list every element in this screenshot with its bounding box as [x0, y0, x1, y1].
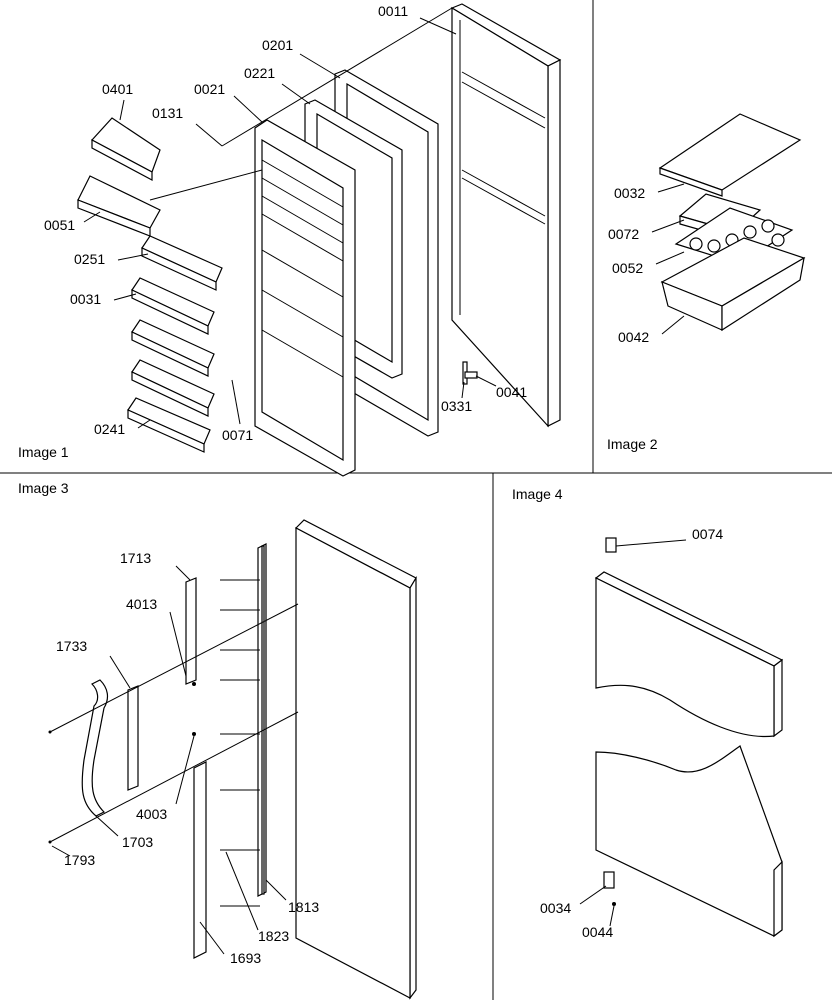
part-label: 1693	[230, 950, 261, 966]
bin-0031-upper	[131, 277, 215, 335]
part-label: 0021	[194, 81, 225, 97]
part-label: 0051	[44, 217, 75, 233]
part-label: 0221	[244, 65, 275, 81]
part-label: 0331	[441, 398, 472, 414]
panel-caption-image1: Image 1	[18, 444, 69, 460]
trim-1733	[127, 685, 139, 791]
trim-strip-1813	[257, 543, 267, 897]
hinge-0041	[464, 371, 478, 379]
part-label: 0041	[496, 384, 527, 400]
hinge-bushing-0074	[605, 537, 617, 553]
part-label: 0401	[102, 81, 133, 97]
handle-1703	[81, 679, 109, 817]
image3-door-handle	[48, 519, 417, 1000]
panel-caption-image4: Image 4	[512, 486, 563, 502]
part-label: 1813	[288, 899, 319, 915]
bin-0031-middle	[131, 319, 215, 377]
part-label: 0241	[94, 421, 125, 437]
image1-door-assembly	[77, 3, 562, 477]
handle-screws	[48, 682, 196, 844]
bin-0251	[141, 235, 223, 291]
bin-0042	[660, 237, 806, 332]
image1-leader-lines	[83, 7, 497, 429]
trim-1713	[185, 577, 197, 685]
part-label: 0131	[152, 105, 183, 121]
door-upper-section	[594, 571, 784, 738]
image2-accessories	[651, 113, 806, 335]
part-label: 4013	[126, 596, 157, 612]
image2-leader-lines	[651, 183, 685, 335]
inner-door-liner	[254, 119, 356, 477]
bin-0051	[77, 175, 161, 237]
trim-1693	[193, 761, 207, 959]
part-label: 0072	[608, 226, 639, 242]
part-label: 0071	[222, 427, 253, 443]
hinge-pin-0034	[603, 871, 615, 889]
part-label: 0201	[262, 37, 293, 53]
bin-0031-lower	[131, 359, 215, 417]
shelf-0032	[658, 113, 802, 197]
part-label: 0011	[378, 3, 408, 19]
screw-0044	[612, 902, 616, 906]
door-lower-section	[595, 745, 783, 938]
bin-0241	[127, 397, 211, 453]
part-label: 0052	[612, 260, 643, 276]
part-label: 0042	[618, 329, 649, 345]
part-label: 0251	[74, 251, 105, 267]
panel-caption-image3: Image 3	[18, 480, 69, 496]
part-label: 0074	[692, 526, 723, 542]
image3-leader-lines	[49, 565, 299, 955]
part-label: 1733	[56, 638, 87, 654]
image4-door-section	[579, 537, 784, 938]
door-slab	[294, 519, 417, 1000]
part-label: 1703	[122, 834, 153, 850]
part-label: 1793	[64, 852, 95, 868]
bin-0401	[91, 117, 161, 181]
part-label: 0032	[614, 185, 645, 201]
part-label: 0034	[540, 900, 571, 916]
part-label: 0031	[70, 291, 101, 307]
part-labels: 0011 0201 0221 0021 0401 0131 0051 0251 …	[44, 3, 723, 966]
part-label: 1713	[120, 550, 151, 566]
panel-caption-image2: Image 2	[607, 436, 658, 452]
image4-leader-lines	[579, 539, 687, 927]
part-label: 4003	[136, 806, 167, 822]
part-label: 0044	[582, 924, 613, 940]
outer-door-panel	[450, 3, 562, 428]
part-label: 1823	[258, 928, 289, 944]
